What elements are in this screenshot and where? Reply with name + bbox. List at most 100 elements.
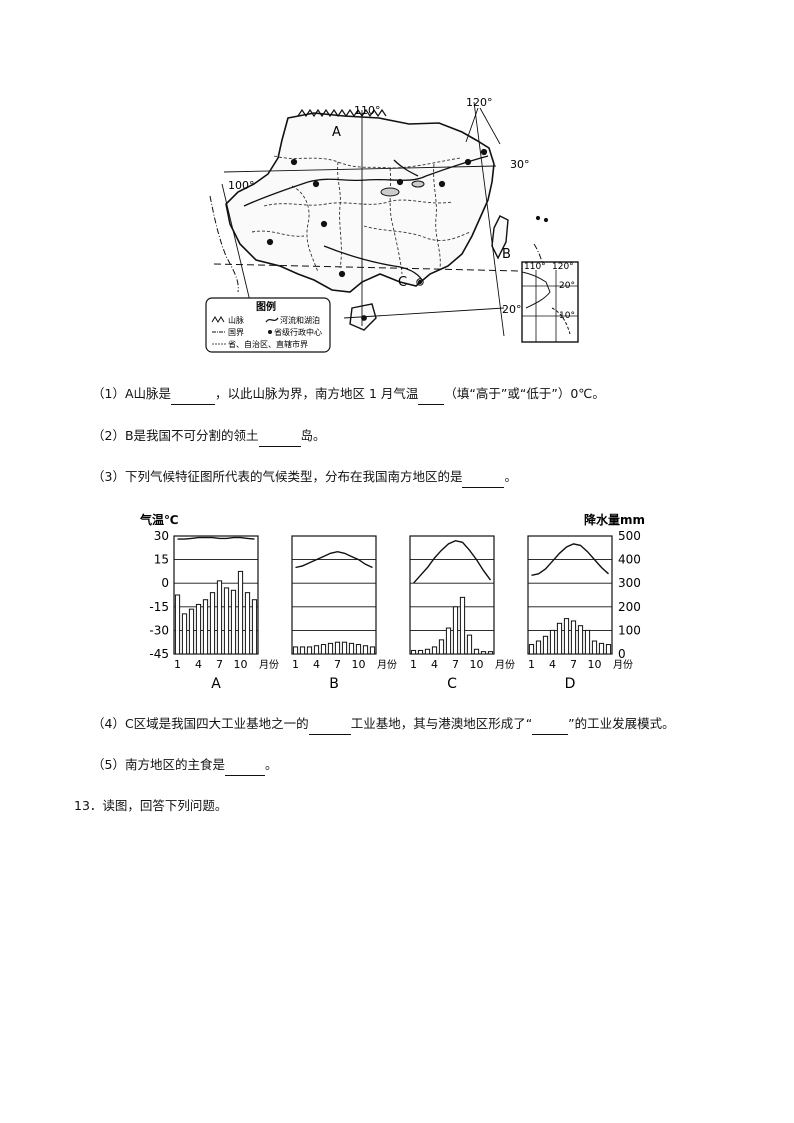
panel-frame [173,535,259,655]
legend-title: 图例 [256,300,276,313]
south-china-sea-inset: 110° 120° 20° 10° [521,261,579,343]
precip-bar [535,640,542,655]
q2-blank-1[interactable] [258,430,301,447]
map-legend: 图例 山脉 河流和湖泊 国界 省级行政中心 省、自治区、直辖市界 [205,297,331,353]
legend-capital-symbol [268,330,272,334]
legend-capital: 省级行政中心 [274,327,322,337]
q4-blank-2[interactable] [532,718,569,735]
month-tick-label: 10 [470,658,484,671]
lon-label-120: 120° [466,96,493,109]
month-unit-label: 月份 [495,659,515,671]
region-label-a: A [332,125,341,140]
temperature-curve [412,539,492,584]
precip-bar [598,642,605,655]
temp-tick-label: 30 [154,529,169,543]
precip-bar [487,651,494,655]
legend-river: 河流和湖泊 [280,315,320,325]
precip-bar [459,596,466,655]
mountain-range [297,108,387,118]
precip-tick-label: 0 [618,647,626,661]
inset-label-10: 10° [559,311,575,321]
q1-blank-2[interactable] [418,388,445,405]
precip-bar [584,629,591,655]
month-tick-label: 7 [334,658,341,671]
precip-bar [362,645,369,655]
south-china-map: 110° 120° 100° 30° 20° A B C 110° 120° 2… [204,96,584,356]
graticule [221,101,505,337]
precip-bar [480,651,487,655]
precip-bar [223,587,230,655]
precip-bar [348,642,355,655]
month-unit-label: 月份 [613,659,633,671]
map-svg: 110° 120° 100° 30° 20° A B C 110° 120° 2… [205,96,579,353]
precip-bar [473,648,480,655]
q1-text-a: （1）A山脉是 [92,386,172,401]
precip-bar [188,608,195,655]
precip-tick-label: 200 [618,600,641,614]
temp-tick-label: 0 [161,576,169,590]
q3-blank-1[interactable] [462,471,505,488]
panel-label: A [211,676,221,692]
inset-label-120: 120° [552,262,574,272]
temp-tick-label: -15 [149,600,169,614]
precip-bar [591,640,598,655]
precip-bar [577,625,584,655]
precip-bar [334,641,341,655]
lake [380,187,400,197]
q1-blank-1[interactable] [171,388,216,405]
legend-border: 国界 [228,328,244,337]
month-tick-label: 7 [452,658,459,671]
precip-bar [251,599,258,655]
q2-text-b: 岛。 [300,428,326,443]
month-tick-label: 4 [431,658,438,671]
q5-blank-1[interactable] [224,759,265,776]
precip-bar [410,649,417,655]
month-unit-label: 月份 [259,659,279,671]
panel-frame [291,535,377,655]
lake [411,180,425,188]
month-tick-label: 4 [313,658,320,671]
month-tick-label: 4 [195,658,202,671]
question-2: （2）B是我国不可分割的领土 岛。 [92,428,326,447]
q1-text-c: （填“高于”或“低于”）0℃。 [444,386,605,401]
month-unit-label: 月份 [377,659,397,671]
precip-bar [528,644,535,655]
lat-label-20: 20° [502,303,522,316]
precip-bar [563,618,570,655]
temp-tick-label: -45 [149,647,169,661]
q3-text-a: （3）下列气候特征图所代表的气候类型，分布在我国南方地区的是 [92,469,463,484]
panel-frame [527,535,613,655]
month-tick-label: 1 [528,658,535,671]
precip-bar [244,592,251,655]
lon-label-110: 110° [354,104,381,117]
precip-bar [195,603,202,655]
taiwan-island [491,215,509,260]
month-tick-label: 1 [292,658,299,671]
month-tick-label: 4 [549,658,556,671]
inset-label-20: 20° [559,281,575,291]
month-tick-label: 7 [216,658,223,671]
month-tick-label: 10 [588,658,602,671]
q4-text-b: 工业基地，其与港澳地区形成了“ [350,716,533,731]
precip-bar [327,642,334,655]
precip-bar [369,646,376,655]
precip-bar [313,645,320,655]
precip-tick-label: 300 [618,576,641,590]
precip-bar [438,639,445,655]
precip-bar [445,627,452,655]
question-13-heading: 13．读图，回答下列问题。 [74,798,228,813]
precip-bar [341,641,348,655]
question-3: （3）下列气候特征图所代表的气候类型，分布在我国南方地区的是 。 [92,469,517,488]
precip-bar [549,629,556,655]
precip-bar [320,644,327,655]
precip-bar [216,580,223,655]
land-outline [225,112,495,293]
legend-mountain: 山脉 [228,315,244,325]
q5-text-b: 。 [264,757,278,772]
precip-bar [299,646,306,655]
q4-blank-1[interactable] [308,718,351,735]
